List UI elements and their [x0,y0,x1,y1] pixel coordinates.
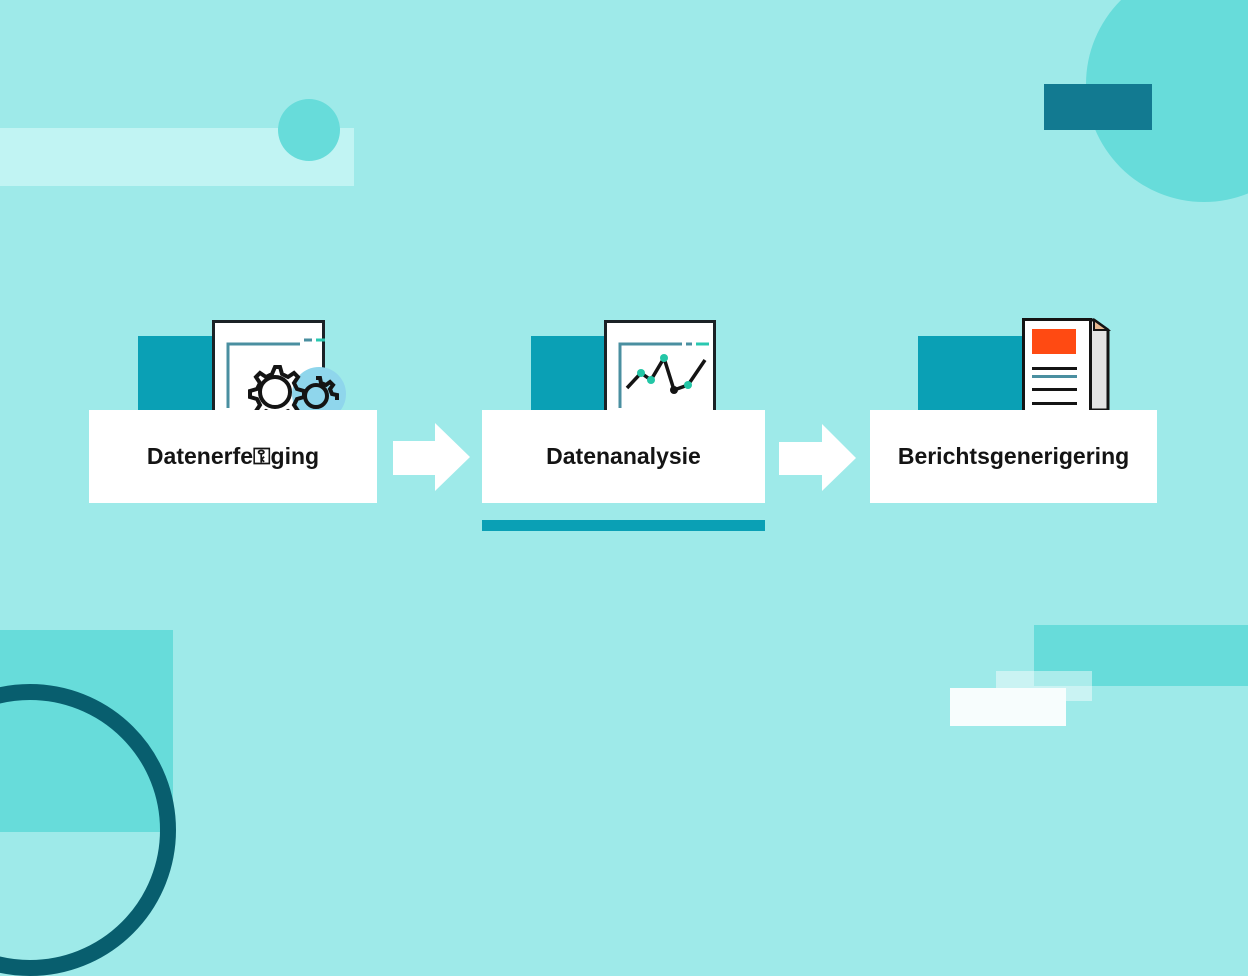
report-document-icon [1022,318,1112,410]
active-step-underline [482,520,765,531]
step-3-teal-block [918,336,1024,410]
gear-icon [226,338,346,423]
step-1-card[interactable]: Datenerfe⚿ging [89,410,377,503]
step-3-card[interactable]: Berichtsgenerigering [870,410,1157,503]
decor-white-rect [950,688,1066,726]
decor-circle-small [278,99,340,161]
arrow-right-icon [779,424,856,491]
step-2-label: Datenanalysie [546,443,701,469]
step-1-label: Datenerfe⚿ging [146,443,320,469]
step-2-card[interactable]: Datenanalysie [482,410,765,503]
line-chart-icon [618,342,709,408]
step-2-document [604,320,716,410]
step-2-teal-block [531,336,606,410]
step-1-document [212,320,346,423]
decor-dark-rect [1044,84,1152,130]
step-1-teal-block [138,336,214,410]
step-3-label: Berichtsgenerigering [897,443,1130,469]
arrow-right-icon [393,423,470,491]
decor-teal-bar-right [1034,625,1248,686]
